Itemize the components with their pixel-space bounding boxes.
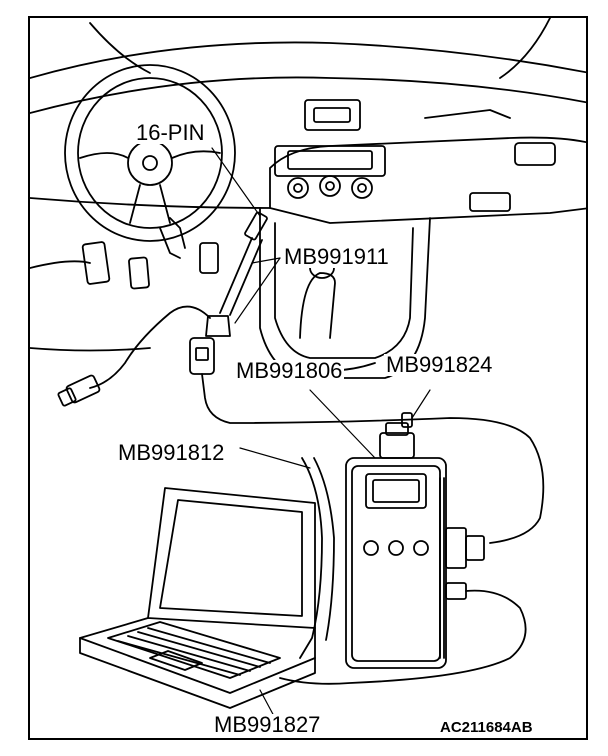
label-mb991812: MB991812 [116,440,227,465]
label-mb991824: MB991824 [384,352,495,377]
cable-mb991911 [57,211,545,544]
label-mb991911: MB991911 [282,244,391,269]
label-mb991827: MB991827 [212,712,323,737]
diagram-frame: 16-PIN MB991911 MB991806 MB991824 MB9918… [28,16,588,740]
laptop-computer [79,487,316,709]
interface-box [279,412,527,685]
leader-lines [211,147,431,719]
label-16-pin: 16-PIN [134,120,207,145]
label-mb991806: MB991806 [234,358,345,383]
dashboard-drawing [30,18,586,379]
figure-code: AC211684AB [440,719,533,736]
steering-wheel [64,64,236,249]
